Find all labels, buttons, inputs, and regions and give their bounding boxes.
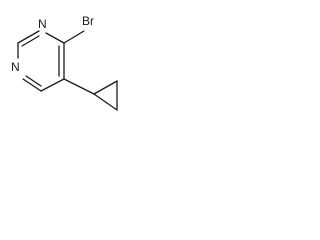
bond-cp3-cp1: [93, 93, 118, 111]
bond-n1-c4: [45, 32, 65, 44]
pyrimidine-ring: [17, 30, 65, 92]
bond-c6-n3: [22, 78, 42, 92]
bond-c5-c6: [40, 78, 65, 92]
bond-c2-n1: [17, 30, 40, 44]
bond-c4-br: [63, 30, 85, 44]
atom-label-n1: N: [38, 17, 47, 31]
atom-label-n3: N: [11, 60, 20, 74]
cyclopropyl-ring: [93, 80, 118, 111]
bond-c2-n1-inner: [21, 35, 40, 47]
atom-label-br: Br: [82, 14, 94, 28]
bond-cp1-cp2: [93, 80, 118, 95]
bond-c6-n3-inner: [25, 75, 42, 87]
chemical-structure: N N Br: [11, 14, 118, 111]
bond-c5-cyclopropyl: [63, 78, 95, 95]
